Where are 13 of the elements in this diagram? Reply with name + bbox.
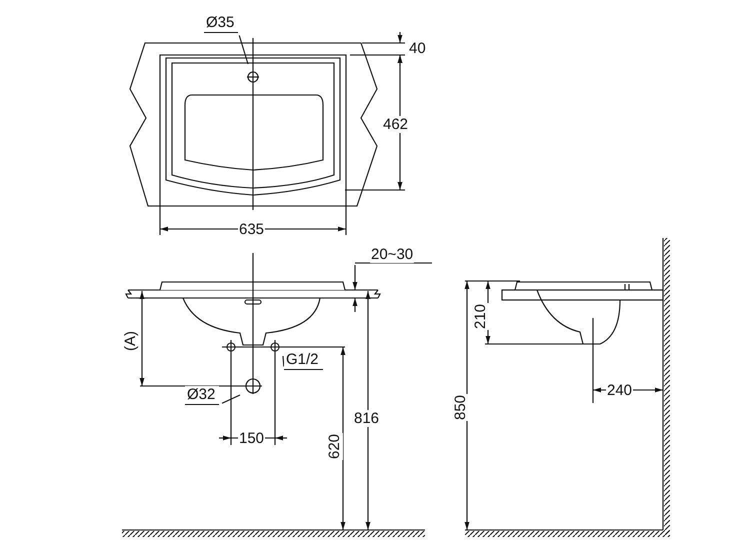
leader-line bbox=[238, 35, 249, 64]
dimension-label: Ø35 bbox=[204, 14, 238, 33]
leader-line bbox=[222, 394, 240, 404]
dimension-label: 210 bbox=[472, 302, 489, 330]
dimension-label: 462 bbox=[382, 116, 410, 133]
dimension-label: (A) bbox=[122, 330, 139, 352]
dimension-label: 20~30 bbox=[370, 246, 414, 263]
dimension-label: G1/2 bbox=[284, 351, 323, 370]
leader-line bbox=[282, 356, 284, 367]
dimension-label: 850 bbox=[452, 394, 469, 421]
dimension-label: Ø32 bbox=[185, 386, 220, 405]
dimension-label: 620 bbox=[326, 432, 343, 460]
dimension-label: 816 bbox=[353, 410, 380, 427]
